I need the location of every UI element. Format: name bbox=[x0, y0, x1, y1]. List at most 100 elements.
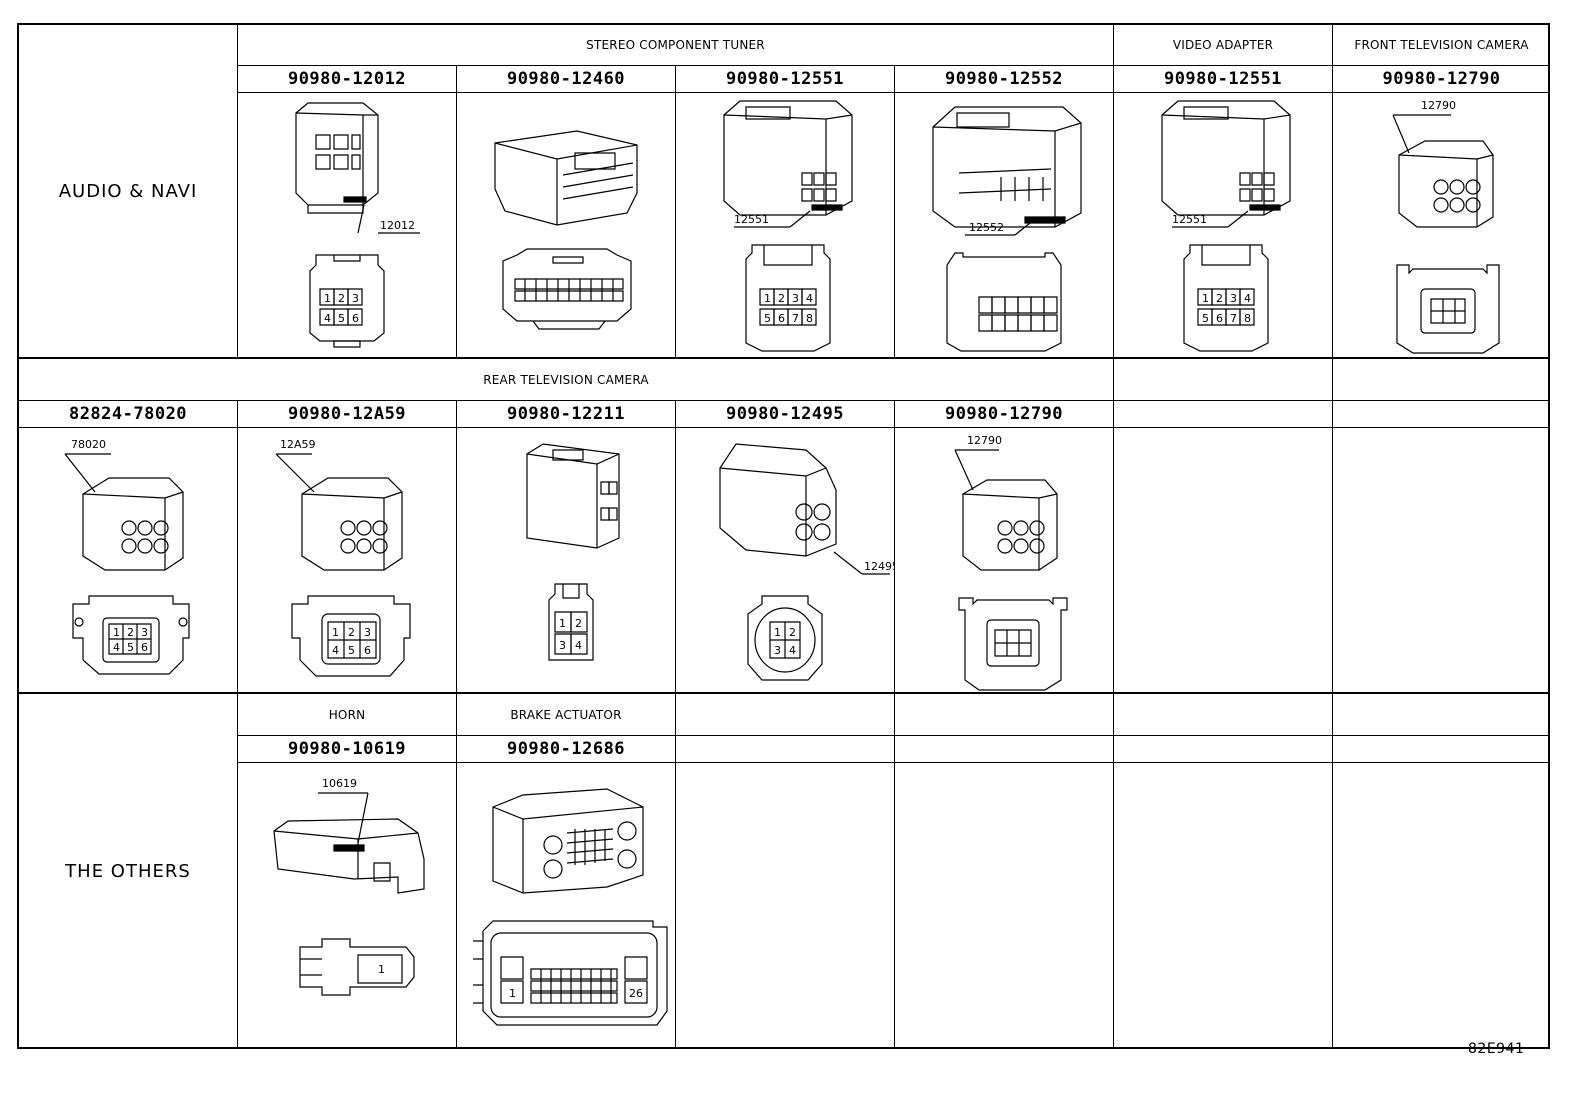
connector-table: AUDIO & NAVI STEREO COMPONENT TUNER VIDE… bbox=[17, 23, 1550, 1049]
pin-label: 1 bbox=[559, 617, 566, 630]
face-view bbox=[292, 596, 410, 676]
face-view bbox=[483, 921, 667, 1025]
header-stereo-component-tuner: STEREO COMPONENT TUNER bbox=[238, 25, 1114, 66]
pin-label: 3 bbox=[792, 292, 799, 305]
callout-label: 12790 bbox=[967, 434, 1002, 447]
header-front-television-camera: FRONT TELEVISION CAMERA bbox=[1333, 25, 1550, 66]
callout-label: 10619 bbox=[322, 777, 357, 790]
connector-drawing-90980-12790: 12790 bbox=[1333, 93, 1550, 359]
empty-header bbox=[1114, 359, 1333, 401]
pin-label: 5 bbox=[338, 312, 345, 325]
header-brake-actuator: BRAKE ACTUATOR bbox=[457, 694, 676, 736]
connector-drawing-90980-12460 bbox=[457, 93, 676, 359]
housing-3d bbox=[527, 444, 619, 548]
housing-3d bbox=[720, 444, 836, 556]
housing-3d bbox=[1399, 141, 1493, 227]
pin-label: 2 bbox=[338, 292, 345, 305]
empty-header bbox=[676, 694, 895, 736]
pin-label: 1 bbox=[764, 292, 771, 305]
pin-label: 5 bbox=[127, 641, 134, 654]
empty-part-number bbox=[895, 736, 1114, 763]
face-view bbox=[549, 584, 593, 660]
empty-part-number bbox=[1333, 736, 1550, 763]
connector-drawing-90980-12551-video: 12551 1 2 3 4 5 6 7 8 bbox=[1114, 93, 1333, 359]
housing-3d bbox=[1162, 101, 1290, 215]
part-number: 90980-12790 bbox=[895, 401, 1114, 428]
pin-label: 1 bbox=[113, 626, 120, 639]
callout-label: 78020 bbox=[71, 438, 106, 451]
empty-cell bbox=[1114, 763, 1333, 1049]
housing-3d bbox=[724, 101, 852, 215]
housing-3d bbox=[495, 131, 637, 225]
pin-label: 2 bbox=[575, 617, 582, 630]
connector-drawing-90980-12495: 12495 1 2 3 4 bbox=[676, 428, 895, 694]
face-view bbox=[310, 255, 384, 341]
empty-part-number bbox=[1333, 401, 1550, 428]
diagram-code: 82E941 bbox=[1468, 1041, 1525, 1057]
pin-label: 2 bbox=[1216, 292, 1223, 305]
row-label-text: AUDIO & NAVI bbox=[58, 180, 198, 202]
part-number: 90980-12012 bbox=[238, 66, 457, 93]
connector-drawing-90980-12686: 1 26 bbox=[457, 763, 676, 1049]
housing-3d bbox=[963, 480, 1057, 570]
face-view bbox=[503, 249, 631, 321]
pin-label: 26 bbox=[629, 987, 643, 1000]
pin-label: 4 bbox=[806, 292, 813, 305]
callout-label: 12552 bbox=[969, 221, 1004, 234]
pin-label: 3 bbox=[141, 626, 148, 639]
pin-label: 2 bbox=[348, 626, 355, 639]
face-view bbox=[947, 253, 1061, 351]
connector-drawing-90980-12012: 12012 1 2 3 4 5 6 bbox=[238, 93, 457, 359]
pin-label: 3 bbox=[774, 644, 781, 657]
empty-cell bbox=[676, 763, 895, 1049]
pin-label: 1 bbox=[324, 292, 331, 305]
part-number: 90980-12211 bbox=[457, 401, 676, 428]
connector-drawing-90980-12211: 1 2 3 4 bbox=[457, 428, 676, 694]
face-view bbox=[1397, 265, 1499, 353]
housing-3d bbox=[493, 789, 643, 893]
header-video-adapter: VIDEO ADAPTER bbox=[1114, 25, 1333, 66]
pin-label: 7 bbox=[1230, 312, 1237, 325]
connector-drawing-90980-12552: 12552 bbox=[895, 93, 1114, 359]
connector-drawing-90980-12790-rear: 12790 bbox=[895, 428, 1114, 694]
pin-label: 4 bbox=[113, 641, 120, 654]
callout-label: 12551 bbox=[1172, 213, 1207, 226]
part-number: 90980-12551 bbox=[676, 66, 895, 93]
face-view bbox=[1184, 245, 1268, 351]
face-view bbox=[300, 939, 414, 995]
face-view bbox=[73, 596, 189, 674]
empty-cell bbox=[1333, 428, 1550, 694]
pin-label: 1 bbox=[378, 963, 385, 976]
pin-label: 2 bbox=[127, 626, 134, 639]
part-number: 90980-12686 bbox=[457, 736, 676, 763]
callout-label: 12495 bbox=[864, 560, 895, 573]
part-number: 90980-12460 bbox=[457, 66, 676, 93]
callout-leader bbox=[358, 205, 364, 233]
empty-cell bbox=[1333, 763, 1550, 1049]
housing-3d bbox=[296, 103, 378, 205]
part-number: 90980-12552 bbox=[895, 66, 1114, 93]
pin-label: 3 bbox=[352, 292, 359, 305]
part-number: 90980-10619 bbox=[238, 736, 457, 763]
pin-label: 4 bbox=[332, 644, 339, 657]
pin-label: 1 bbox=[774, 626, 781, 639]
part-number: 90980-12495 bbox=[676, 401, 895, 428]
pin-label: 8 bbox=[1244, 312, 1251, 325]
pin-label: 6 bbox=[1216, 312, 1223, 325]
face-view bbox=[746, 245, 830, 351]
housing-3d bbox=[933, 107, 1081, 227]
pin-label: 3 bbox=[559, 639, 566, 652]
pin-label: 4 bbox=[575, 639, 582, 652]
part-number: 82824-78020 bbox=[19, 401, 238, 428]
row-label-the-others: THE OTHERS bbox=[19, 694, 238, 1049]
connector-drawing-90980-12A59: 12A59 1 2 3 4 5 6 bbox=[238, 428, 457, 694]
pin-label: 5 bbox=[1202, 312, 1209, 325]
callout-label: 12A59 bbox=[280, 438, 316, 451]
pin-label: 6 bbox=[141, 641, 148, 654]
pin-label: 6 bbox=[364, 644, 371, 657]
callout-label: 12012 bbox=[380, 219, 415, 232]
connector-drawing-82824-78020: 78020 1 2 3 4 5 6 bbox=[19, 428, 238, 694]
empty-part-number bbox=[676, 736, 895, 763]
pin-label: 5 bbox=[764, 312, 771, 325]
row-label-audio-navi: AUDIO & NAVI bbox=[19, 25, 238, 359]
